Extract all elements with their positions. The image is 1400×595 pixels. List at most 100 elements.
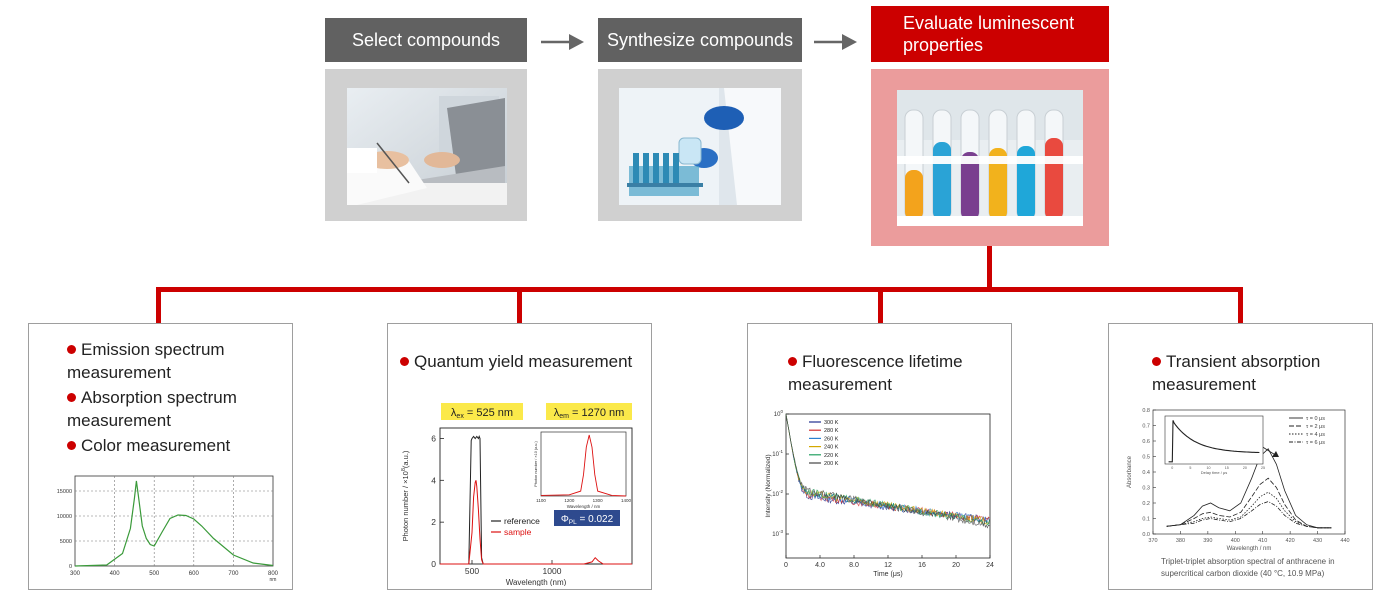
connector-drop-4 [1238,287,1243,324]
legend-label: τ = 0 μs [1306,416,1325,422]
x-tick-label: 0 [784,562,788,569]
phi-label: ΦPL = 0.022 [561,514,614,526]
y-tick-label: 10-1 [772,449,783,458]
inset-series-line [1168,420,1260,463]
test-tubes-image [897,90,1083,226]
y-tick-label: 15000 [57,489,72,495]
x-axis-label: Wavelength / nm [1227,546,1272,552]
y-tick-label: 6 [431,433,436,443]
legend-label: 220 K [824,453,839,459]
transient-caption: Triplet-triplet absorption spectral of a… [1161,556,1335,580]
excitation-tag [441,403,523,420]
legend-label: 260 K [824,436,839,442]
inset-x-axis-label: Delay time / μs [1201,470,1228,475]
connector-drop-2 [517,287,522,324]
caption-line2: supercritical carbon dioxide (40 °C, 10.… [1161,569,1325,578]
inset-y-axis-label: Photon number / ×10 (a.u.) [534,441,538,487]
inset-x-tick-label: 20 [1243,466,1247,470]
step-label-line2: properties [903,35,984,55]
x-axis-label: Time (μs) [873,571,902,578]
y-tick-label: 0.4 [1142,470,1150,476]
y-axis-label: Absorbance [1127,455,1133,488]
laptop-writing-image [347,88,507,205]
step-label: Select compounds [351,29,501,50]
x-tick-label: 20 [952,562,960,569]
series-line [785,413,990,529]
legend-label: 300 K [824,420,839,426]
step-label-line1: Evaluate luminescent [903,13,1075,33]
legend-label: 280 K [824,428,839,434]
connector-drop-3 [878,287,883,324]
series-line [1166,477,1332,529]
x-unit-label: nm [270,577,277,583]
x-tick-label: 380 [1176,538,1185,544]
y-tick-label: 0.1 [1142,517,1150,523]
phi-box [554,510,620,526]
y-tick-label: 0.5 [1142,455,1150,461]
y-tick-label: 0.0 [1142,532,1150,538]
peak-arrowhead [1272,451,1279,457]
bullet-quantum-yield: Quantum yield measurement [400,350,632,373]
x-tick-label: 390 [1203,538,1212,544]
connector-horizontal [156,287,1243,292]
y-tick-label: 0 [69,564,72,570]
x-tick-label: 12 [884,562,892,569]
legend-label: 240 K [824,445,839,451]
bullet-dot-icon [67,345,76,354]
y-tick-label: 2 [431,517,436,527]
lab-synthesis-image [619,88,781,205]
series-line [1166,448,1332,529]
y-tick-label: 5000 [60,539,72,545]
x-tick-label: 300 [70,571,81,577]
inset-x-tick-label: 10 [1207,466,1211,470]
inset-x-tick-label: 1200 [564,498,575,503]
plot-area [74,475,274,567]
bullet-emission: Emission spectrum measurement [67,340,225,382]
y-tick-label: 10000 [57,514,72,520]
series-line [785,413,990,525]
series-line [1166,491,1332,529]
legend-label: τ = 2 μs [1306,424,1325,430]
x-tick-label: 8.0 [849,562,859,569]
bullet-dot-icon [67,393,76,402]
step-evaluate-luminescent-properties: Evaluate luminescent properties [871,6,1109,62]
arrow-right-icon [814,34,857,50]
series-line [440,480,632,565]
y-tick-label: 4 [431,475,436,485]
y-tick-label: 10-3 [772,529,783,538]
legend-label: sample [504,527,532,537]
y-tick-label: 0.3 [1142,486,1150,492]
caption-line1: Triplet-triplet absorption spectral of a… [1161,557,1335,566]
x-tick-label: 500 [149,571,160,577]
emission-tag [546,403,632,420]
step-synthesize-compounds: Synthesize compounds [598,18,802,62]
inset-x-axis-label: Wavelength / nm [567,504,601,509]
y-axis-label: Photon number / ×108(a.u.) [401,450,410,541]
x-tick-label: 440 [1340,538,1349,544]
inset-x-tick-label: 15 [1225,466,1229,470]
y-tick-label: 0 [431,559,436,569]
emission-label: λem = 1270 nm [554,407,625,420]
arrow-right-icon [541,34,584,50]
connector-vertical [987,246,992,291]
inset-x-tick-label: 0 [1171,466,1173,470]
bullet-dot-icon [400,357,409,366]
series-line [74,480,274,567]
bullet-dot-icon [1152,357,1161,366]
x-tick-label: 800 [268,571,279,577]
card-quantum-yield: Quantum yield measurement λex = 525 nm λe… [387,323,652,590]
bullet-fluorescence-lifetime: Fluorescence lifetime measurement [788,352,963,394]
inset-x-tick-label: 1100 [536,498,546,503]
x-tick-label: 24 [986,562,994,569]
x-tick-label: 400 [1231,538,1240,544]
bullet-transient-absorption: Transient absorption measurement [1152,352,1321,394]
bullet-dot-icon [788,357,797,366]
excitation-label: λex = 525 nm [451,407,513,420]
legend-label: reference [504,516,540,526]
x-tick-label: 1000 [543,566,562,576]
y-tick-label: 100 [774,409,784,418]
